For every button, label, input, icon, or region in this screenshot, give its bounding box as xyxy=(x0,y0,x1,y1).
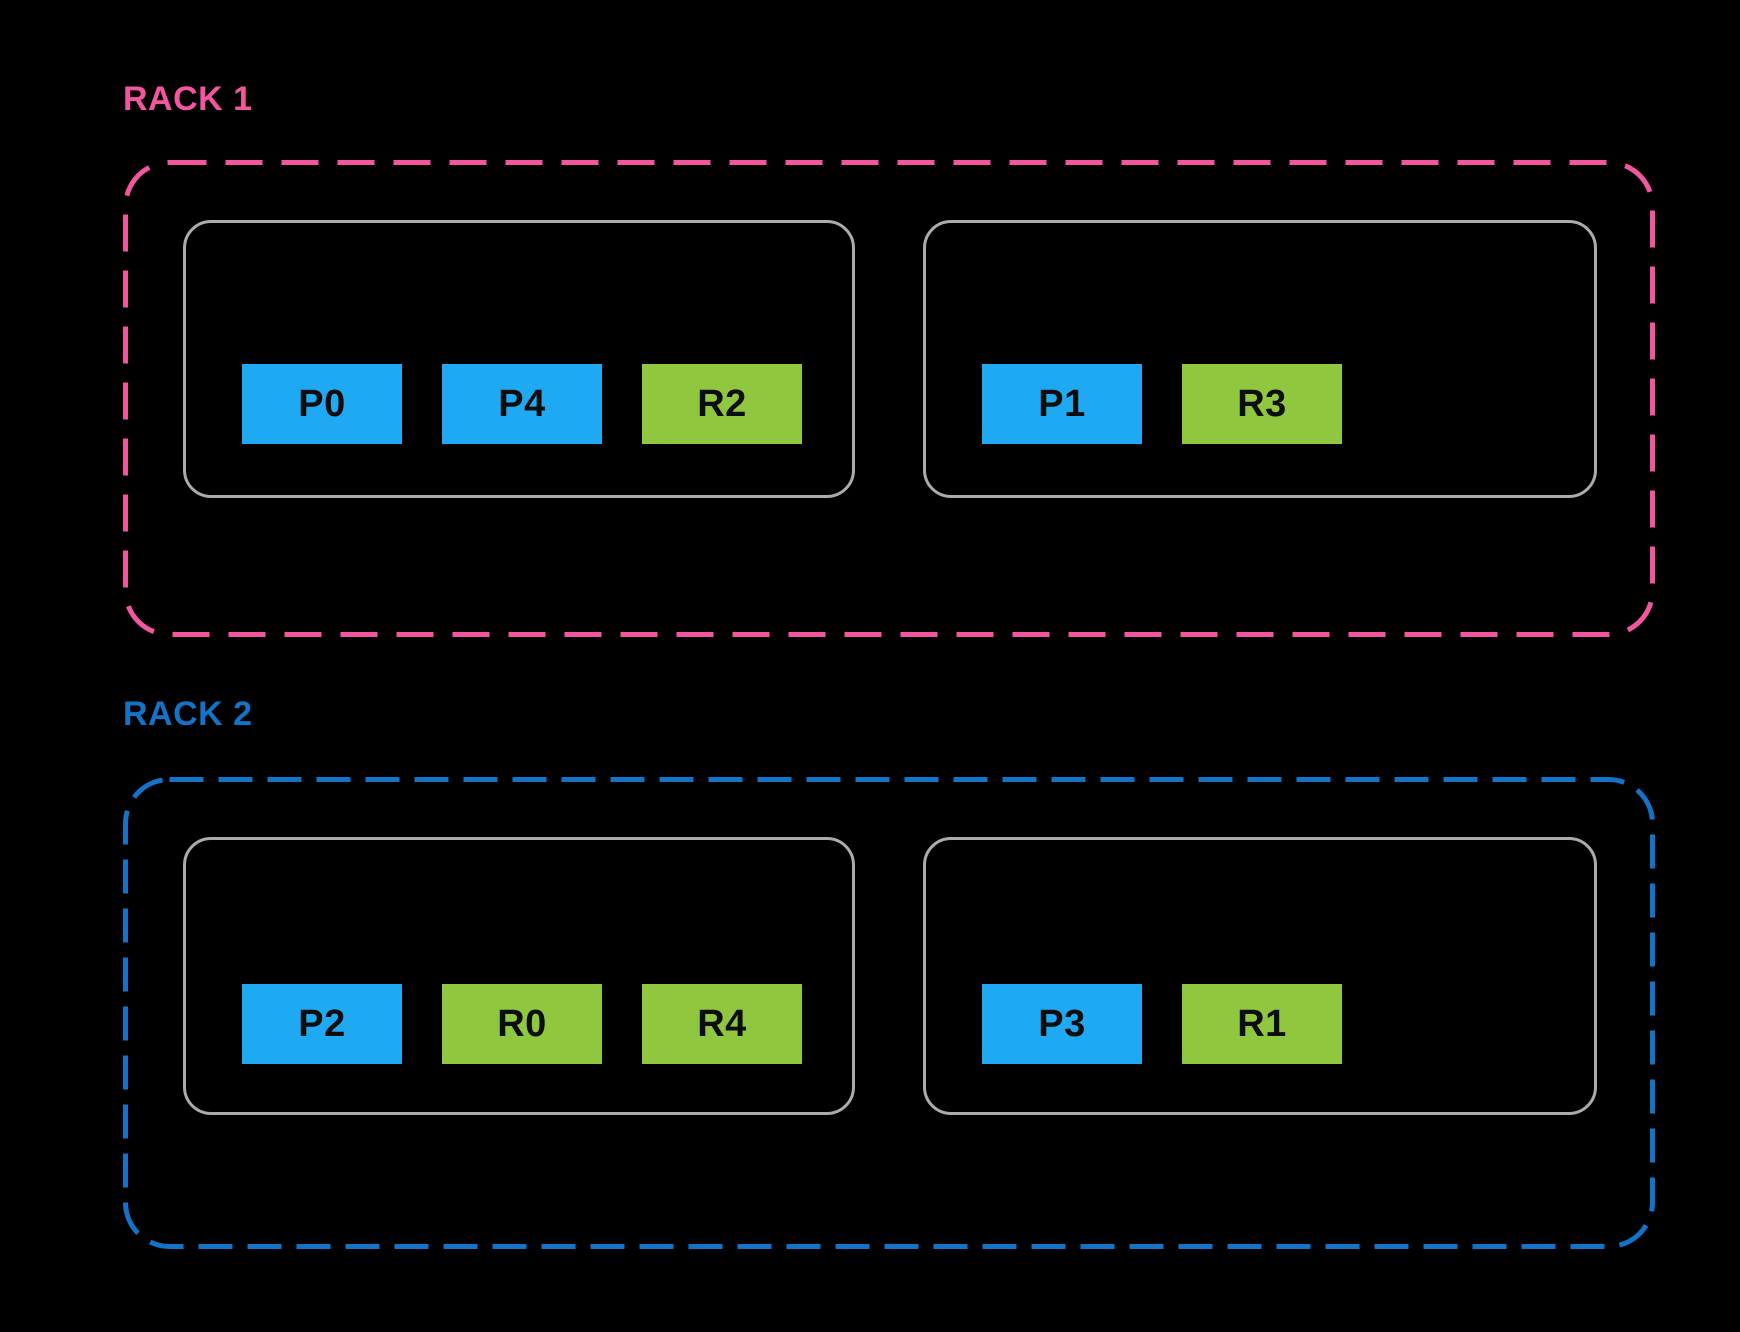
replica-chip-r3: R3 xyxy=(1182,364,1342,444)
rack-1-boundary: P0 P4 R2 P1 R3 xyxy=(123,160,1655,637)
partition-chip-p4: P4 xyxy=(442,364,602,444)
rack-1-node-2: P1 R3 xyxy=(923,220,1597,498)
rack-2-node-2: P3 R1 xyxy=(923,837,1597,1115)
partition-chip-p1: P1 xyxy=(982,364,1142,444)
replica-chip-r1: R1 xyxy=(1182,984,1342,1064)
rack-1-dashed-border xyxy=(123,160,1655,637)
partition-chip-p3: P3 xyxy=(982,984,1142,1064)
replica-chip-r0: R0 xyxy=(442,984,602,1064)
rack-2-label: RACK 2 xyxy=(123,695,253,733)
replica-chip-r4: R4 xyxy=(642,984,802,1064)
rack-2-dashed-border xyxy=(123,777,1655,1249)
replica-chip-r2: R2 xyxy=(642,364,802,444)
rack-2-boundary: P2 R0 R4 P3 R1 xyxy=(123,777,1655,1249)
rack-1-node-1: P0 P4 R2 xyxy=(183,220,855,498)
partition-chip-p0: P0 xyxy=(242,364,402,444)
rack-2-node-1: P2 R0 R4 xyxy=(183,837,855,1115)
rack-1-label: RACK 1 xyxy=(123,80,253,118)
partition-chip-p2: P2 xyxy=(242,984,402,1064)
